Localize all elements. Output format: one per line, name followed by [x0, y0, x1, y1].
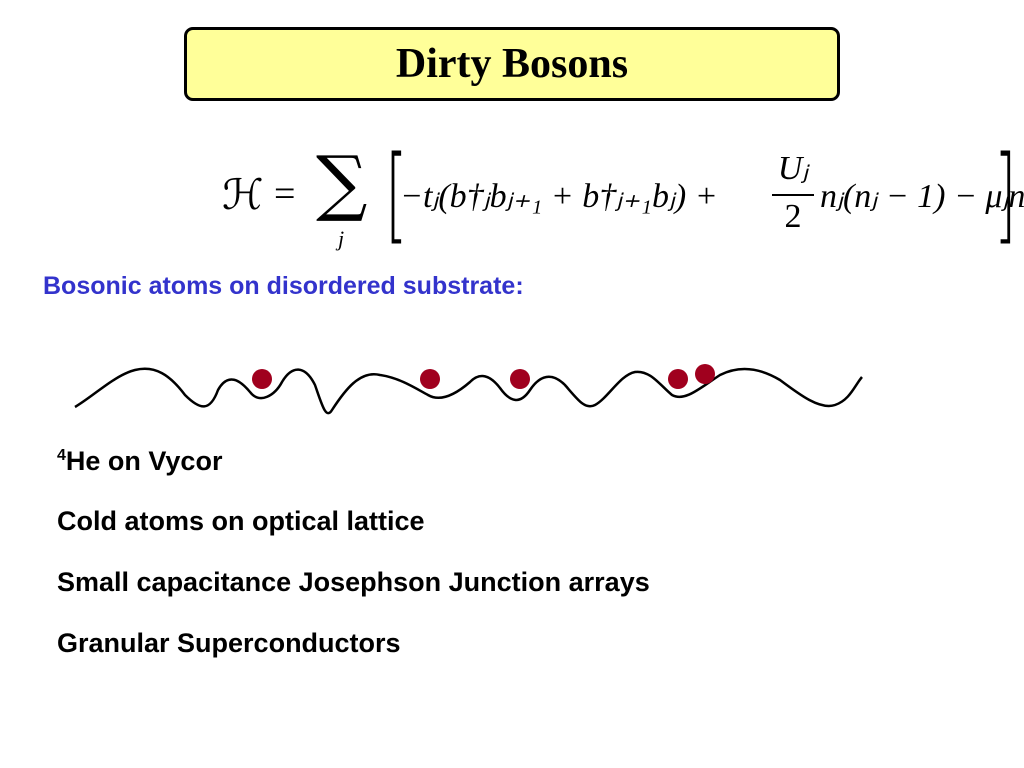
list-item-text: He on Vycor	[65, 446, 223, 476]
equals-sign: =	[274, 173, 296, 215]
list-item: Granular Superconductors	[57, 628, 401, 659]
hamiltonian-symbol: ℋ	[222, 173, 264, 219]
left-bracket: [	[385, 133, 408, 255]
disordered-substrate-diagram	[74, 364, 863, 415]
slide-title: Dirty Bosons	[395, 41, 629, 87]
list-item: 4He on Vycor	[57, 446, 222, 477]
list-item-text: Cold atoms on optical lattice	[57, 506, 425, 536]
boson-atom	[510, 369, 530, 389]
fraction-numerator: Uⱼ	[777, 150, 809, 187]
superscript-mass-number: 4	[57, 447, 66, 464]
subtitle: Bosonic atoms on disordered substrate:	[43, 272, 524, 300]
list-item-text: Granular Superconductors	[57, 628, 401, 658]
title-box: Dirty Bosons	[184, 27, 840, 101]
equation-body: [ −tⱼ(b†ⱼbⱼ₊₁ + b†ⱼ₊₁bⱼ) + Uⱼ 2 nⱼ(nⱼ − …	[382, 142, 1024, 248]
hamiltonian-equation: ℋ = ∑ j [ −tⱼ(b†ⱼbⱼ₊₁ + b†ⱼ₊₁bⱼ) + Uⱼ 2 …	[222, 140, 1024, 254]
hopping-term: −tⱼ(b†ⱼbⱼ₊₁ + b†ⱼ₊₁bⱼ) +	[400, 178, 718, 215]
boson-atom	[420, 369, 440, 389]
fraction: Uⱼ 2	[772, 148, 814, 236]
substrate-curve	[74, 367, 863, 415]
sum-index: j	[338, 226, 345, 251]
sum-symbol: ∑	[316, 140, 368, 224]
boson-atom	[695, 364, 715, 384]
list-item: Small capacitance Josephson Junction arr…	[57, 567, 650, 598]
right-bracket: ]	[994, 133, 1017, 255]
fraction-denominator: 2	[784, 198, 802, 235]
interaction-term: nⱼ(nⱼ − 1) − μⱼnⱼ	[820, 178, 1024, 215]
boson-atom	[252, 369, 272, 389]
list-item-text: Small capacitance Josephson Junction arr…	[57, 567, 650, 597]
boson-atom	[668, 369, 688, 389]
list-item: Cold atoms on optical lattice	[57, 506, 425, 537]
fraction-bar	[772, 194, 814, 196]
